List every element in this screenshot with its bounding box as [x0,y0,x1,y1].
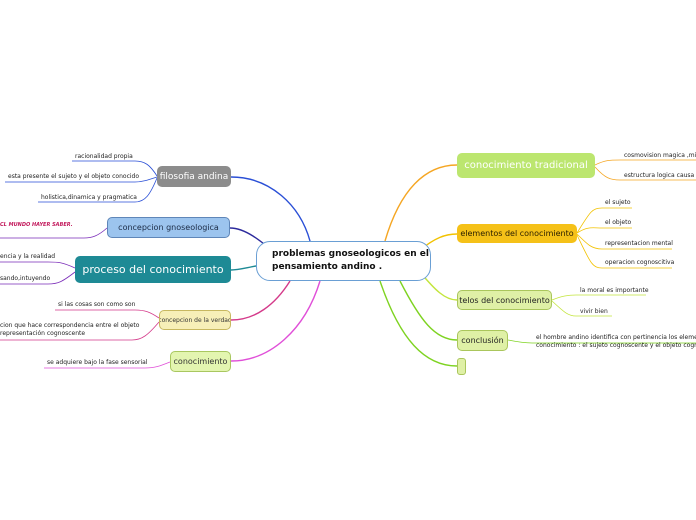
topic-conclusion[interactable]: conclusión [457,330,508,351]
leaf-line-proceso-1 [0,261,76,269]
subtopic-correspondencia-objeto[interactable]: cion que hace correspondencia entre el o… [0,322,140,329]
leaf-line-filosofia-3 [38,177,158,203]
leaf-line-verdad-2 [0,321,160,341]
topic-empty[interactable] [457,358,466,375]
topic-concepcion-gnoseologica[interactable]: concepcion gnoseologica [107,217,230,238]
leaf-line-elementos-4 [576,234,672,269]
leaf-line-filosofia-1 [72,160,158,177]
subtopic-operacion-cognoscitiva[interactable]: operacion cognoscitiva [605,259,675,266]
subtopic-conclusion-line-1[interactable]: el hombre andino identifica con pertinen… [536,334,696,341]
central-topic[interactable]: problemas gnoseologicos en el pensamient… [256,241,431,281]
subtopic-conclusion-line-2[interactable]: conocimiento : el sujeto cognoscente y e… [536,342,696,349]
topic-elementos-del-conocimiento[interactable]: elementos del conocimiento [457,224,577,243]
leaf-line-elementos-2 [576,227,632,234]
subtopic-vivir-bien[interactable]: vivir bien [580,308,608,315]
subtopic-representacion-cognoscente[interactable]: representación cognoscente [0,330,86,337]
topic-telos-del-conocimiento[interactable]: telos del conocimiento [457,290,552,310]
connector-concepcion-verdad [230,280,291,321]
topic-proceso-del-conocimiento[interactable]: proceso del conocimiento [75,256,231,283]
topic-concepcion-de-la-verdad[interactable]: concepcion de la verdad [159,310,231,330]
subtopic-cosmovision-magica[interactable]: cosmovision magica ,miti [624,152,696,159]
leaf-line-proceso-2 [0,271,76,285]
leaf-line-tradicional-1 [594,159,696,166]
subtopic-fase-sensorial[interactable]: se adquiere bajo la fase sensorial [47,359,148,366]
leaf-line-elementos-3 [576,233,672,250]
subtopic-moral-importante[interactable]: la moral es importante [580,287,649,294]
connector-tradicional [384,164,458,242]
leaf-line-verdad-1 [55,309,160,319]
subtopic-representacion-mental[interactable]: representacion mental [605,240,673,247]
subtopic-mundo-saber[interactable]: CL MUNDO HAYER SABER. [0,222,73,228]
central-topic-line-1: problemas gnoseologicos en el [272,249,429,259]
subtopic-ciencia-realidad[interactable]: encia y la realidad [0,253,56,260]
topic-conocimiento-tradicional[interactable]: conocimiento tradicional [457,153,595,178]
connector-conclusion [399,280,458,341]
leaf-line-concepcion-1 [0,227,108,239]
topic-filosofia-andina[interactable]: filosofia andina [157,166,231,187]
connector-filosofia [230,176,311,242]
subtopic-pensando-intuyendo[interactable]: sando,intuyendo [0,275,51,282]
leaf-line-conclusion-1 [507,339,696,344]
subtopic-cosas-como-son[interactable]: si las cosas son como son [58,301,136,308]
subtopic-el-objeto[interactable]: el objeto [605,219,632,226]
connector-empty [379,280,458,367]
leaf-line-filosofia-2 [5,176,158,183]
leaf-line-conocimiento-1 [44,361,171,369]
connector-proceso [230,265,257,271]
subtopic-racionalidad-propia[interactable]: racionalidad propia [75,153,133,160]
subtopic-sujeto-objeto-conocido[interactable]: esta presente el sujeto y el objeto cono… [8,173,140,180]
connector-conocimiento [230,280,321,362]
central-topic-line-2: pensamiento andino . [272,262,383,272]
subtopic-estructura-logica[interactable]: estructura logica causa y [624,172,696,179]
topic-conocimiento[interactable]: conocimiento [170,351,231,372]
leaf-line-telos-2 [551,300,612,317]
leaf-line-telos-1 [551,294,646,301]
subtopic-holistica[interactable]: holistica,dinamica y pragmatica [41,194,137,201]
leaf-line-tradicional-2 [594,166,696,181]
leaf-line-elementos-1 [576,207,632,234]
subtopic-el-sujeto[interactable]: el sujeto [605,199,631,206]
